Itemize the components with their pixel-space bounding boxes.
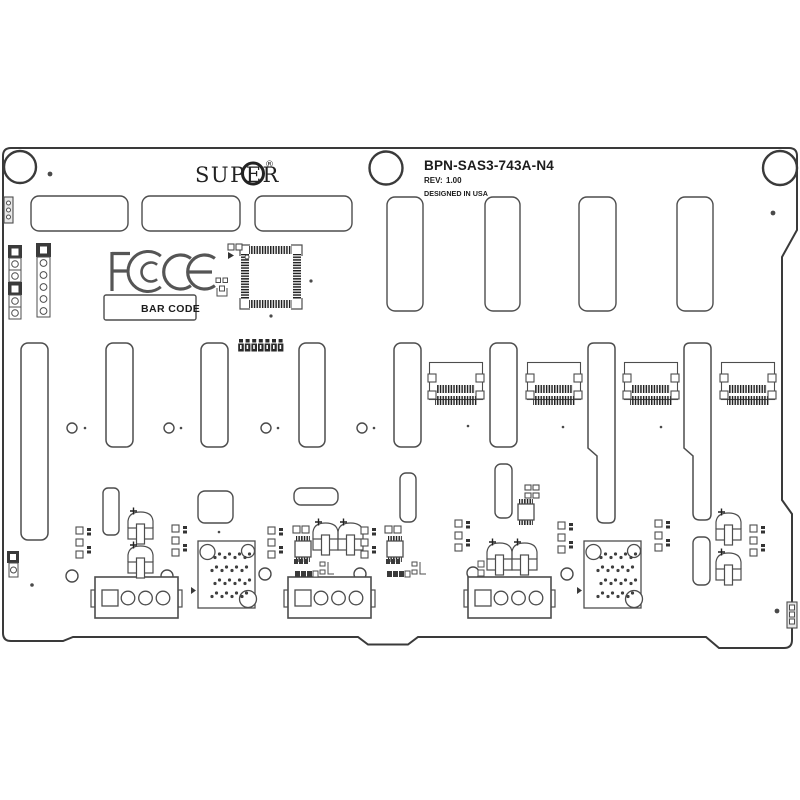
model-number: BPN-SAS3-743A-N4	[424, 158, 554, 173]
slot	[200, 342, 229, 448]
slot	[298, 342, 326, 448]
relay-footprint	[577, 541, 643, 608]
relay-footprint	[191, 541, 257, 608]
stepped-slot	[683, 342, 712, 521]
mounting-hole	[368, 150, 404, 186]
connector-slot	[578, 196, 617, 312]
stepped-slot	[587, 342, 616, 524]
sas-connector	[525, 361, 583, 406]
ce-mark-icon	[162, 253, 216, 291]
lower-slots	[102, 463, 711, 586]
slot	[393, 342, 422, 448]
barcode-box: BAR CODE	[103, 294, 200, 321]
sas-connector	[427, 361, 485, 406]
slot	[197, 490, 234, 524]
misc-passives	[294, 559, 485, 578]
supermicro-logo: SUPER ®	[195, 160, 278, 187]
drive-bay-slots	[20, 342, 712, 541]
mounting-holes	[2, 149, 799, 187]
mounting-hole	[2, 149, 38, 185]
slot	[489, 342, 518, 448]
slot	[105, 342, 134, 448]
pin1-marker-icon	[228, 252, 234, 259]
sas-connector	[622, 361, 680, 406]
connector-slot	[141, 195, 241, 232]
slot	[399, 472, 417, 523]
fcc-logo-icon	[110, 250, 162, 293]
sas-connector	[719, 361, 777, 406]
power-connector	[283, 576, 376, 619]
soic-chip	[386, 535, 404, 563]
pin-header-a	[8, 245, 22, 320]
connector-slot	[30, 195, 129, 232]
qfp-chip	[227, 243, 303, 310]
soic-chip	[294, 535, 312, 563]
rev-value: 1.00	[446, 176, 462, 185]
right-edge-connector	[786, 601, 798, 629]
logo-o-icon	[241, 161, 265, 186]
top-connector-slots	[30, 195, 353, 232]
upper-right-connector-slots	[386, 196, 714, 312]
power-connector	[463, 576, 556, 619]
small-vias	[30, 171, 780, 614]
connector-slot	[676, 196, 714, 312]
pin-header-b	[36, 243, 51, 318]
mounting-hole	[761, 149, 799, 187]
registered-mark: ®	[265, 160, 274, 170]
soic-chips	[292, 484, 540, 563]
connector-slot	[386, 196, 424, 312]
left-edge-connector	[3, 196, 14, 224]
slot	[692, 536, 711, 586]
barcode-label: BAR CODE	[141, 303, 200, 315]
rev-label: REV:	[424, 176, 443, 185]
connector-slot	[254, 195, 353, 232]
soic-chip	[517, 498, 535, 526]
power-connectors	[90, 576, 556, 619]
designed-in: DESIGNED IN USA	[424, 189, 488, 198]
slot	[494, 463, 513, 519]
power-connector	[90, 576, 183, 619]
slot	[20, 342, 49, 541]
slot	[102, 487, 120, 536]
connector-slot	[484, 196, 521, 312]
title-block: BPN-SAS3-743A-N4 REV: 1.00 DESIGNED IN U…	[424, 158, 554, 198]
smd-resistor-row	[238, 339, 284, 352]
slot	[293, 487, 339, 506]
left-edge-jumper	[7, 551, 19, 578]
crystal-component	[215, 277, 228, 297]
